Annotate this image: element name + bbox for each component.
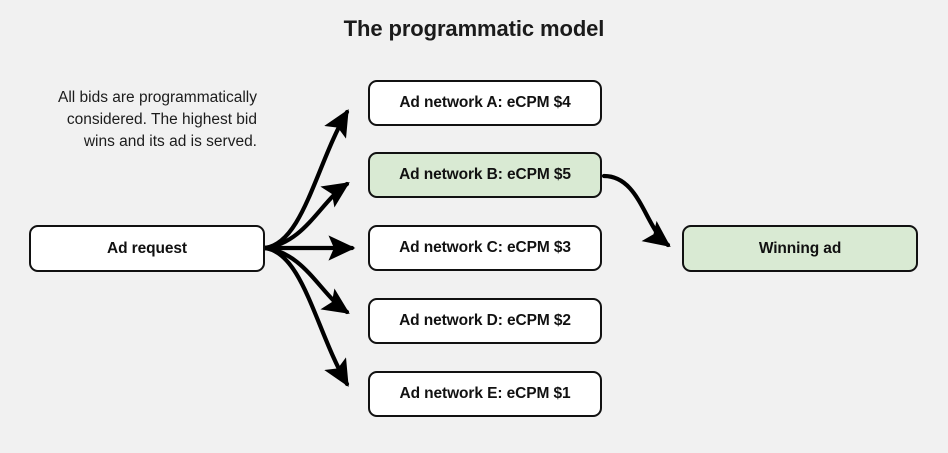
arrow-to-network-a [262, 109, 350, 251]
node-ad-request[interactable]: Ad request [29, 225, 265, 272]
node-winning-ad[interactable]: Winning ad [682, 225, 918, 272]
node-ad-network-b-label: Ad network B: eCPM $5 [399, 166, 571, 183]
node-ad-network-d-label: Ad network D: eCPM $2 [399, 312, 571, 329]
arrow-to-network-b [262, 181, 350, 251]
node-winning-ad-label: Winning ad [758, 239, 842, 257]
description-line-2: considered. The highest bid [66, 111, 257, 128]
description-line-1: All bids are programmatically [58, 89, 257, 106]
node-ad-network-c[interactable]: Ad network C: eCPM $3 [368, 225, 602, 271]
node-ad-network-a-label: Ad network A: eCPM $4 [399, 94, 571, 111]
node-ad-network-e[interactable]: Ad network E: eCPM $1 [368, 371, 602, 417]
description-line-3: wins and its ad is served. [83, 133, 257, 150]
arrow-to-network-e [262, 245, 350, 387]
node-ad-request-label: Ad request [107, 239, 187, 257]
node-ad-network-d[interactable]: Ad network D: eCPM $2 [368, 298, 602, 344]
page-title: The programmatic model [343, 16, 605, 41]
arrow-winner-to-winning-ad [601, 173, 671, 248]
node-ad-network-c-label: Ad network C: eCPM $3 [399, 239, 571, 256]
node-ad-network-e-label: Ad network E: eCPM $1 [399, 385, 571, 402]
arrow-to-network-d [262, 245, 350, 315]
node-ad-network-a[interactable]: Ad network A: eCPM $4 [368, 80, 602, 126]
node-ad-network-b[interactable]: Ad network B: eCPM $5 [368, 152, 602, 198]
description-text: All bids are programmatically considered… [12, 87, 257, 153]
